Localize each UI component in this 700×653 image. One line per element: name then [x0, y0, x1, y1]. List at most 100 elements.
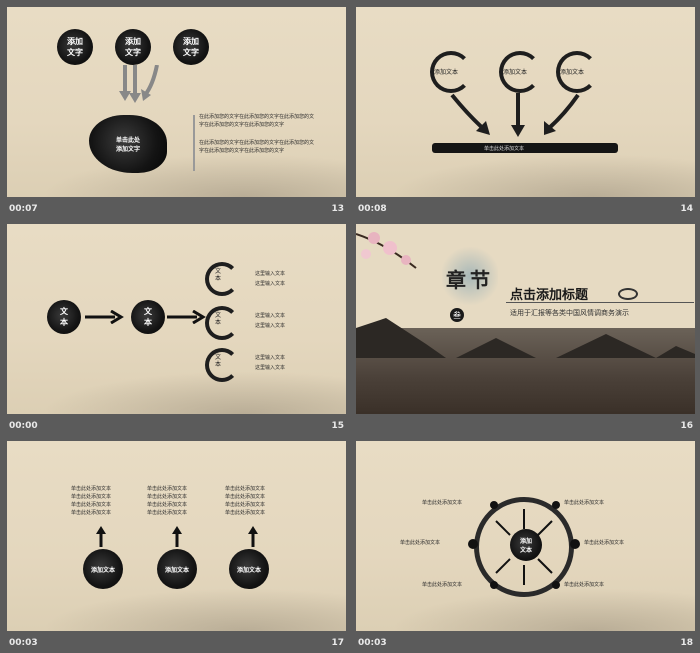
roofline-icon	[356, 318, 695, 358]
text-block: 单击此处添加文本	[147, 510, 188, 516]
ring-label: 文 本	[215, 268, 222, 282]
node-label: 单击此处添加文本	[584, 540, 625, 546]
ring-label: 添加文本	[560, 69, 585, 76]
text-block: 单击此处添加文本	[225, 502, 266, 508]
slide-title: 点击添加标题	[510, 288, 589, 303]
text-block: 单击此处添加文本	[71, 510, 112, 516]
line-text: 这里输入文本	[255, 281, 286, 287]
node-label: 单击此处添加文本	[564, 582, 605, 588]
slide-timing: 00:03	[358, 638, 387, 648]
up-arrow-icon	[96, 526, 106, 547]
slide-timing: 00:08	[358, 204, 387, 214]
slide-subtitle: 适用于汇报等各类中国风情调商务演示	[510, 309, 629, 317]
node-label: 单击此处添加文本	[400, 540, 441, 546]
slide-15-canvas: 文 本 文 本 文 本 文 本 文 本 这里输入文本 这里输入文本 这里输入文本…	[7, 224, 346, 414]
mountain-decoration	[7, 581, 346, 631]
slide-number: 16	[680, 421, 693, 431]
text-block: 单击此处添加文本	[147, 494, 188, 500]
brush-arrows-icon	[450, 93, 580, 137]
ring-label: 文 本	[215, 354, 222, 368]
line-text: 这里输入文本	[255, 313, 286, 319]
bar-label: 单击此处添加文本	[484, 146, 525, 152]
ink-wash	[442, 244, 498, 308]
slide-thumb-14[interactable]: 添加文本 添加文本 添加文本 单击此处添加文本 00:08 14	[356, 7, 695, 219]
slide-footer: 16	[356, 418, 695, 434]
arrow-icon	[85, 310, 124, 324]
add-text-circle: 添加 文字	[57, 29, 93, 65]
brush-ring	[205, 348, 239, 382]
node-dot	[468, 539, 478, 549]
text-block: 单击此处添加文本	[147, 486, 188, 492]
title-rule	[506, 302, 694, 303]
slide-thumb-13[interactable]: 添加 文字 添加 文字 添加 文字 单击此处 添加文字 在此添加您的文字在此添加…	[7, 7, 346, 219]
slide-footer: 00:03 17	[7, 635, 346, 651]
slide-thumb-15[interactable]: 文 本 文 本 文 本 文 本 文 本 这里输入文本 这里输入文本 这里输入文本…	[7, 224, 346, 436]
slide-thumb-16[interactable]: 章节 叁 点击添加标题 适用于汇报等各类中国风情调商务演示 16	[356, 224, 695, 436]
node-label: 单击此处添加文本	[422, 582, 463, 588]
node-dot	[490, 581, 498, 589]
ring-label: 文 本	[215, 312, 222, 326]
slide-number: 14	[680, 204, 693, 214]
add-text-circle: 添加 文字	[115, 29, 151, 65]
brush-bar	[432, 143, 618, 153]
cloud-icon	[618, 288, 638, 300]
node-label: 单击此处添加文本	[564, 500, 605, 506]
brush-ring	[205, 262, 239, 296]
node-dot	[552, 501, 560, 509]
text-block: 单击此处添加文本	[147, 502, 188, 508]
slide-18-canvas: 添加 文本 单击此处添加文本 单击此处添加文本 单击此处添加文本 单击此处添加文…	[356, 441, 695, 631]
line-text: 这里输入文本	[255, 355, 286, 361]
slide-timing: 00:00	[9, 421, 38, 431]
text-block: 单击此处添加文本	[71, 494, 112, 500]
slide-13-canvas: 添加 文字 添加 文字 添加 文字 单击此处 添加文字 在此添加您的文字在此添加…	[7, 7, 346, 197]
slide-footer: 00:03 18	[356, 635, 695, 651]
arrow-icon	[167, 310, 206, 324]
brush-ring	[556, 51, 598, 93]
slide-number: 17	[331, 638, 344, 648]
slide-footer: 00:08 14	[356, 201, 695, 217]
brush-ring	[430, 51, 472, 93]
ink-blot: 添加文本	[83, 549, 123, 589]
node-label: 单击此处添加文本	[422, 500, 463, 506]
slide-timing: 00:07	[9, 204, 38, 214]
brush-ring	[205, 306, 239, 340]
ink-blot: 添加文本	[157, 549, 197, 589]
text-block: 单击此处添加文本	[71, 486, 112, 492]
chapter-title: 章节	[446, 268, 494, 292]
node-dot	[552, 581, 560, 589]
slide-16-canvas: 章节 叁 点击添加标题 适用于汇报等各类中国风情调商务演示	[356, 224, 695, 414]
divider	[193, 115, 195, 171]
ink-blot: 文 本	[47, 300, 81, 334]
ink-blot: 文 本	[131, 300, 165, 334]
node-dot	[490, 501, 498, 509]
slide-timing: 00:03	[9, 638, 38, 648]
slide-thumb-17[interactable]: 单击此处添加文本 单击此处添加文本 单击此处添加文本 单击此处添加文本 单击此处…	[7, 441, 346, 653]
slide-14-canvas: 添加文本 添加文本 添加文本 单击此处添加文本	[356, 7, 695, 197]
slide-thumb-18[interactable]: 添加 文本 单击此处添加文本 单击此处添加文本 单击此处添加文本 单击此处添加文…	[356, 441, 695, 653]
mountain-decoration	[356, 147, 695, 197]
paragraph: 在此添加您的文字在此添加您的文字在此添加您的文字在此添加您的文字在此添加您的文字	[199, 140, 315, 154]
ink-splash: 单击此处 添加文字	[89, 115, 167, 173]
text-block: 单击此处添加文本	[225, 510, 266, 516]
slide-footer: 00:00 15	[7, 418, 346, 434]
up-arrow-icon	[248, 526, 258, 547]
slide-number: 18	[680, 638, 693, 648]
ring-label: 添加文本	[503, 69, 528, 76]
text-block: 单击此处添加文本	[225, 486, 266, 492]
plum-blossom-icon	[356, 232, 417, 269]
paragraph: 在此添加您的文字在此添加您的文字在此添加您的文字在此添加您的文字在此添加您的文字	[199, 114, 315, 128]
ink-blot: 添加文本	[229, 549, 269, 589]
add-text-circle: 添加 文字	[173, 29, 209, 65]
spoke-arrows-icon	[495, 509, 553, 585]
slide-footer: 00:07 13	[7, 201, 346, 217]
mountain-decoration	[7, 147, 346, 197]
slide-number: 13	[331, 204, 344, 214]
line-text: 这里输入文本	[255, 365, 286, 371]
brush-ring	[499, 51, 541, 93]
slide-number: 15	[331, 421, 344, 431]
up-arrow-icon	[172, 526, 182, 547]
line-text: 这里输入文本	[255, 271, 286, 277]
center-blot: 添加 文本	[510, 529, 542, 561]
ring-label: 添加文本	[434, 69, 459, 76]
